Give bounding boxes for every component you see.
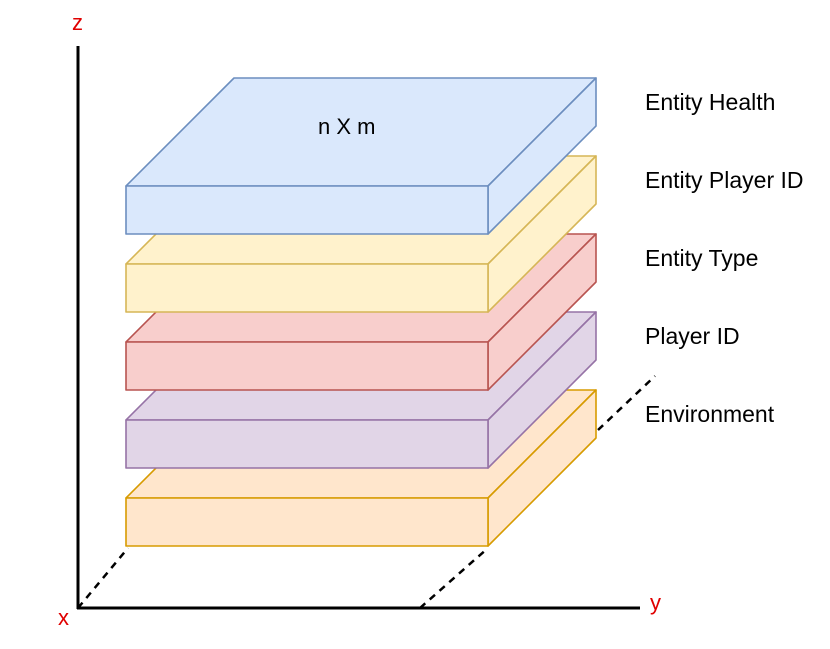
x-depth-guide xyxy=(77,547,129,609)
layer-label-environment: Environment xyxy=(645,401,775,427)
layer-front-face xyxy=(125,419,489,469)
layer-front-face xyxy=(125,497,489,547)
layer-label-player-id: Player ID xyxy=(645,323,740,349)
layer-front-face xyxy=(125,185,489,235)
z-axis-label: z xyxy=(72,10,83,35)
layer-label-entity-health: Entity Health xyxy=(645,89,775,115)
x-axis-label: x xyxy=(58,605,69,630)
layer-label-entity-type: Entity Type xyxy=(645,245,758,271)
layer-front-face xyxy=(125,341,489,391)
back-depth-guide xyxy=(597,375,656,431)
y-depth-guide xyxy=(419,547,489,609)
layer-front-face xyxy=(125,263,489,313)
layer-slab-entity-health xyxy=(125,77,597,235)
layer-label-entity-player-id: Entity Player ID xyxy=(645,167,804,193)
y-axis-label: y xyxy=(650,590,661,615)
top-layer-dimension-text: n X m xyxy=(318,114,375,139)
layers-group xyxy=(125,77,597,547)
